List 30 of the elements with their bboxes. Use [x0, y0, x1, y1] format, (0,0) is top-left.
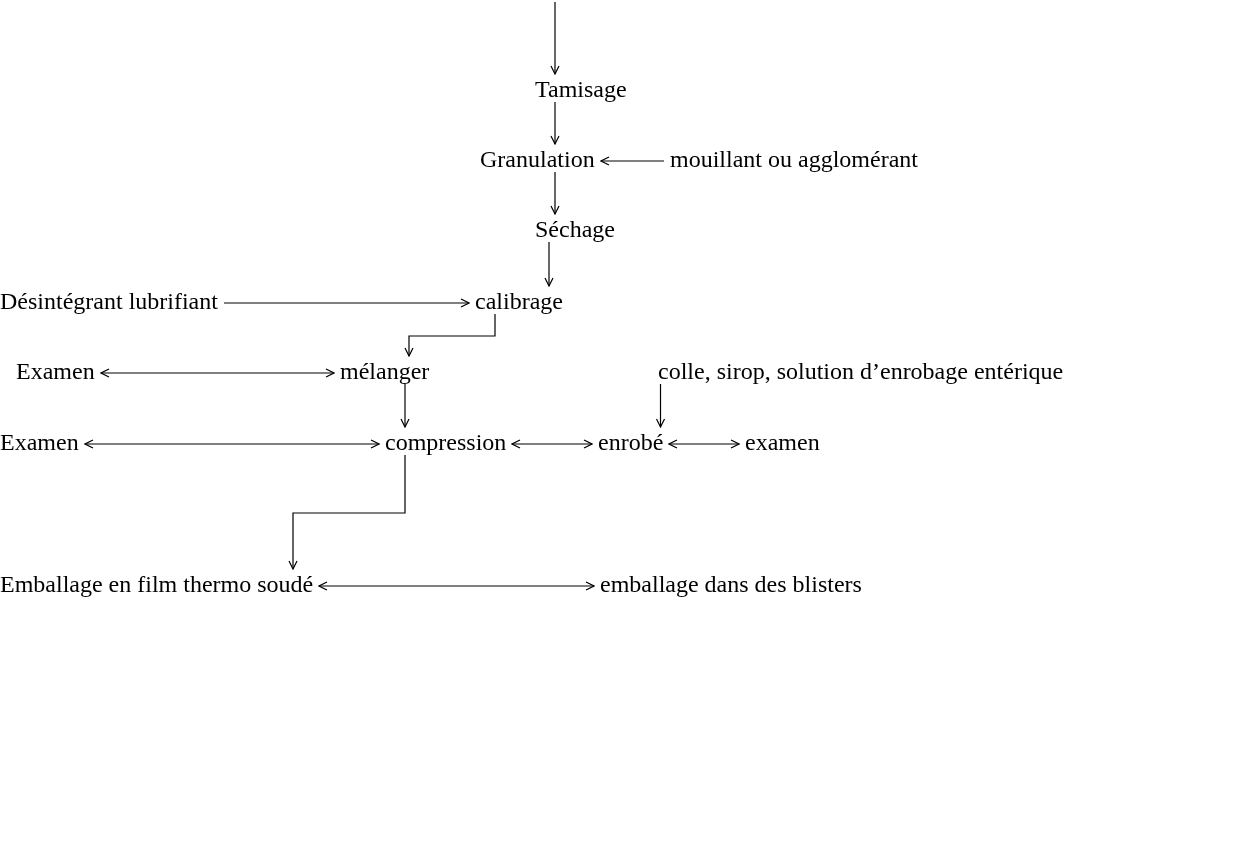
- arrow: [288, 454, 406, 570]
- step-label: calibrage: [475, 286, 563, 316]
- step-label: mouillant ou agglomérant: [670, 144, 918, 174]
- arrow: [84, 439, 380, 449]
- step-label: mélanger: [340, 356, 430, 386]
- arrow: [600, 156, 665, 166]
- step-label: Examen: [16, 356, 95, 386]
- step-label: emballage dans des blisters: [600, 569, 862, 599]
- arrow: [655, 383, 666, 428]
- arrow: [668, 439, 740, 449]
- arrow: [550, 171, 560, 215]
- arrow: [404, 313, 496, 357]
- step-label: Séchage: [535, 214, 615, 244]
- arrow: [400, 383, 410, 428]
- step-label: examen: [745, 427, 820, 457]
- arrow: [223, 298, 470, 308]
- step-label: Tamisage: [535, 74, 627, 104]
- arrow: [318, 581, 595, 591]
- step-label: Examen: [0, 427, 79, 457]
- step-label: enrobé: [598, 427, 664, 457]
- step-label: colle, sirop, solution d’enrobage entérique: [658, 356, 1064, 386]
- step-label: compression: [385, 427, 507, 457]
- step-label: Granulation: [480, 144, 595, 174]
- step-label: Emballage en film thermo soudé: [0, 569, 314, 599]
- arrow: [550, 101, 560, 145]
- arrow: [550, 1, 560, 75]
- arrow: [511, 439, 593, 449]
- arrow: [100, 368, 335, 378]
- step-label: Désintégrant lubrifiant: [0, 286, 218, 316]
- arrow: [544, 241, 554, 287]
